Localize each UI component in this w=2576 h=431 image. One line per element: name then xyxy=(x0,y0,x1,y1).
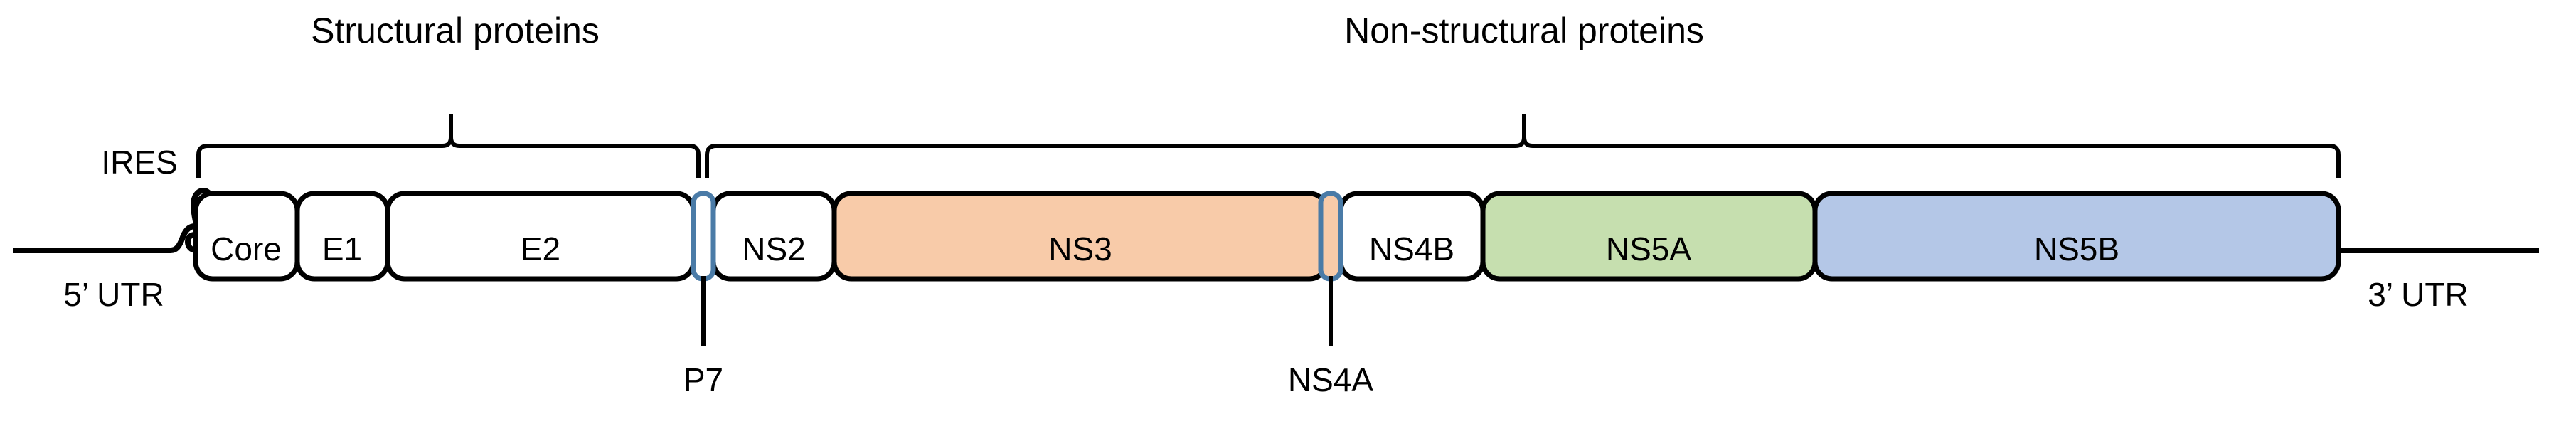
ns4a-callout-label: NS4A xyxy=(1288,361,1373,398)
three-prime-utr-label: 3’ UTR xyxy=(2368,276,2468,313)
gene-label-e1: E1 xyxy=(322,230,362,267)
gene-label-ns2: NS2 xyxy=(742,230,805,267)
bracket-label-structural: Structural proteins xyxy=(311,11,600,50)
structural-proteins-brace xyxy=(196,114,701,178)
gene-label-e2: E2 xyxy=(521,230,560,267)
gene-box-ns4a[interactable] xyxy=(1318,191,1343,282)
bracket-label-non-structural: Non-structural proteins xyxy=(1344,11,1704,50)
callout-ns4a: NS4A xyxy=(1288,276,1373,398)
gene-label-ns5b: NS5B xyxy=(2034,230,2119,267)
callout-p7: P7 xyxy=(683,276,723,398)
gene-label-ns3: NS3 xyxy=(1048,230,1112,267)
non-structural-proteins-brace xyxy=(705,114,2341,178)
gene-box-ns5b[interactable] xyxy=(1812,191,2341,282)
p7-callout-label: P7 xyxy=(683,361,723,398)
gene-label-ns4b: NS4B xyxy=(1369,230,1454,267)
five-prime-utr-label: 5’ UTR xyxy=(63,276,164,313)
gene-label-core: Core xyxy=(211,230,282,267)
gene-boxes-group xyxy=(193,191,2341,282)
gene-label-ns5a: NS5A xyxy=(1606,230,1691,267)
non-structural-brace-path xyxy=(705,114,2341,178)
gene-box-p7[interactable] xyxy=(691,191,716,282)
ires-label: IRES xyxy=(101,144,177,181)
structural-brace-path xyxy=(196,114,701,178)
